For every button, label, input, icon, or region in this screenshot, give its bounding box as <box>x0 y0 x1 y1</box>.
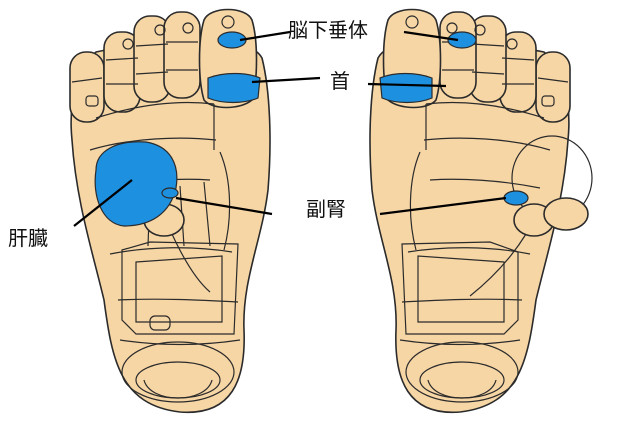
right-neck-zone <box>380 74 432 103</box>
right-toe-5 <box>536 52 570 122</box>
left-foot <box>70 10 270 413</box>
left-toe-5 <box>70 52 104 122</box>
right-kidney-lobe <box>544 198 588 230</box>
adrenal-label: 副腎 <box>306 199 346 219</box>
neck-label: 首 <box>330 71 350 91</box>
pituitary-label: 脳下垂体 <box>288 20 368 40</box>
left-adrenal-zone <box>162 188 178 198</box>
liver-label: 肝臓 <box>8 228 48 248</box>
right-adrenal-zone <box>504 191 528 205</box>
left-neck-zone <box>208 74 260 103</box>
left-toe-2 <box>164 12 200 98</box>
